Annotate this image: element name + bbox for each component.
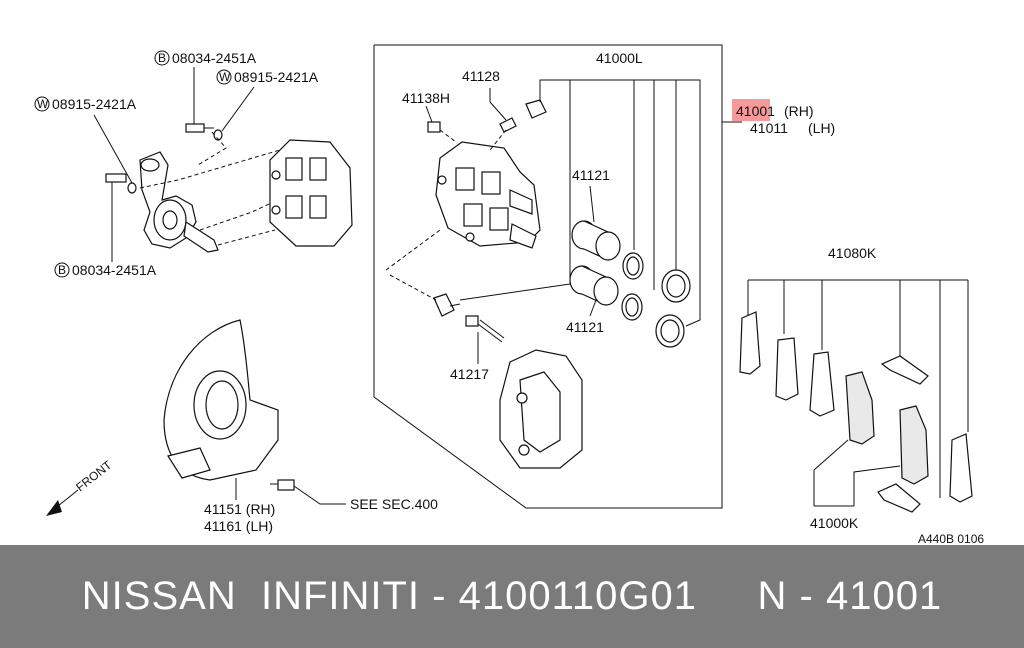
label-pad-set: 41000K: [810, 515, 859, 531]
front-arrow: [46, 489, 79, 516]
brake-pad-inner: [845, 371, 875, 445]
steering-knuckle: [139, 151, 219, 253]
label-see-sec: SEE SEC.400: [350, 496, 438, 512]
label-bleeder: 41128: [462, 68, 500, 84]
bolt-41138h: [425, 105, 441, 133]
piston-upper: [571, 220, 621, 261]
svg-text:B: B: [158, 51, 166, 65]
dust-plate: [163, 319, 279, 481]
label-plate-rh: 41151 (RH): [204, 501, 275, 517]
seal-rings: [621, 252, 691, 348]
label-bolt-b-bottom: B 08034-2451A: [54, 262, 157, 278]
part-number-caption: NISSAN INFINITI - 4100110G01 N - 41001: [81, 574, 943, 618]
pad-clip-upper: [880, 355, 929, 385]
svg-text:B: B: [58, 263, 66, 277]
caliper-body: [435, 141, 541, 249]
svg-text:08915-2421A: 08915-2421A: [52, 96, 137, 112]
assy-highlight: [732, 99, 770, 121]
caliper-support-left: [269, 139, 353, 247]
slide-sleeve: [433, 293, 461, 317]
svg-text:W: W: [219, 70, 231, 84]
plate-bolt: [270, 479, 295, 491]
parts-diagram: B 08034-2451A W 08915-2421A W 08915-2421…: [34, 44, 984, 545]
piston-lower: [569, 265, 619, 306]
label-assy-lh-side: (LH): [808, 120, 835, 136]
caliper-assy-frame: [373, 44, 723, 509]
svg-text:08034-2451A: 08034-2451A: [72, 262, 157, 278]
label-caliper-assy: 41000L: [596, 50, 643, 66]
label-piston-bottom: 41121: [566, 319, 604, 335]
svg-text:W: W: [37, 97, 49, 111]
brake-pad-outer: [899, 405, 929, 485]
anti-squeal-shim-2: [775, 337, 799, 401]
svg-text:08034-2451A: 08034-2451A: [172, 50, 257, 66]
svg-text:08915-2421A: 08915-2421A: [234, 69, 319, 85]
anti-squeal-shim-3: [809, 351, 835, 417]
footer-banner: NISSAN INFINITI - 4100110G01 N - 41001: [0, 545, 1024, 648]
anti-squeal-shim-1: [739, 311, 761, 375]
label-bolt-41138h: 41138H: [402, 90, 450, 106]
label-assy-lh: 41011: [750, 120, 788, 136]
diagram-canvas: B 08034-2451A W 08915-2421A W 08915-2421…: [34, 44, 984, 545]
label-washer-w-top: W 08915-2421A: [216, 69, 319, 85]
anti-squeal-shim-4: [949, 433, 973, 503]
bolt-top: [185, 123, 214, 133]
label-code: A440B 0106: [918, 532, 984, 545]
label-piston-top: 41121: [572, 167, 610, 183]
label-plate-lh: 41161 (LH): [204, 518, 273, 534]
label-pad-kit: 41080K: [828, 245, 877, 261]
label-washer-w-left: W 08915-2421A: [34, 96, 137, 112]
label-pin-bolt: 41217: [450, 366, 489, 382]
label-assy-rh-side: (RH): [784, 103, 814, 119]
bleeder-screw: [489, 88, 547, 133]
caliper-mounting-bracket: [499, 349, 583, 469]
pin-bolt: [465, 315, 505, 343]
bolt-left: [105, 173, 137, 194]
label-bolt-b-top: B 08034-2451A: [154, 50, 257, 66]
label-front: FRONT: [73, 457, 115, 494]
label-assy-rh: 41001: [736, 103, 775, 119]
pad-clip-lower: [877, 483, 921, 513]
